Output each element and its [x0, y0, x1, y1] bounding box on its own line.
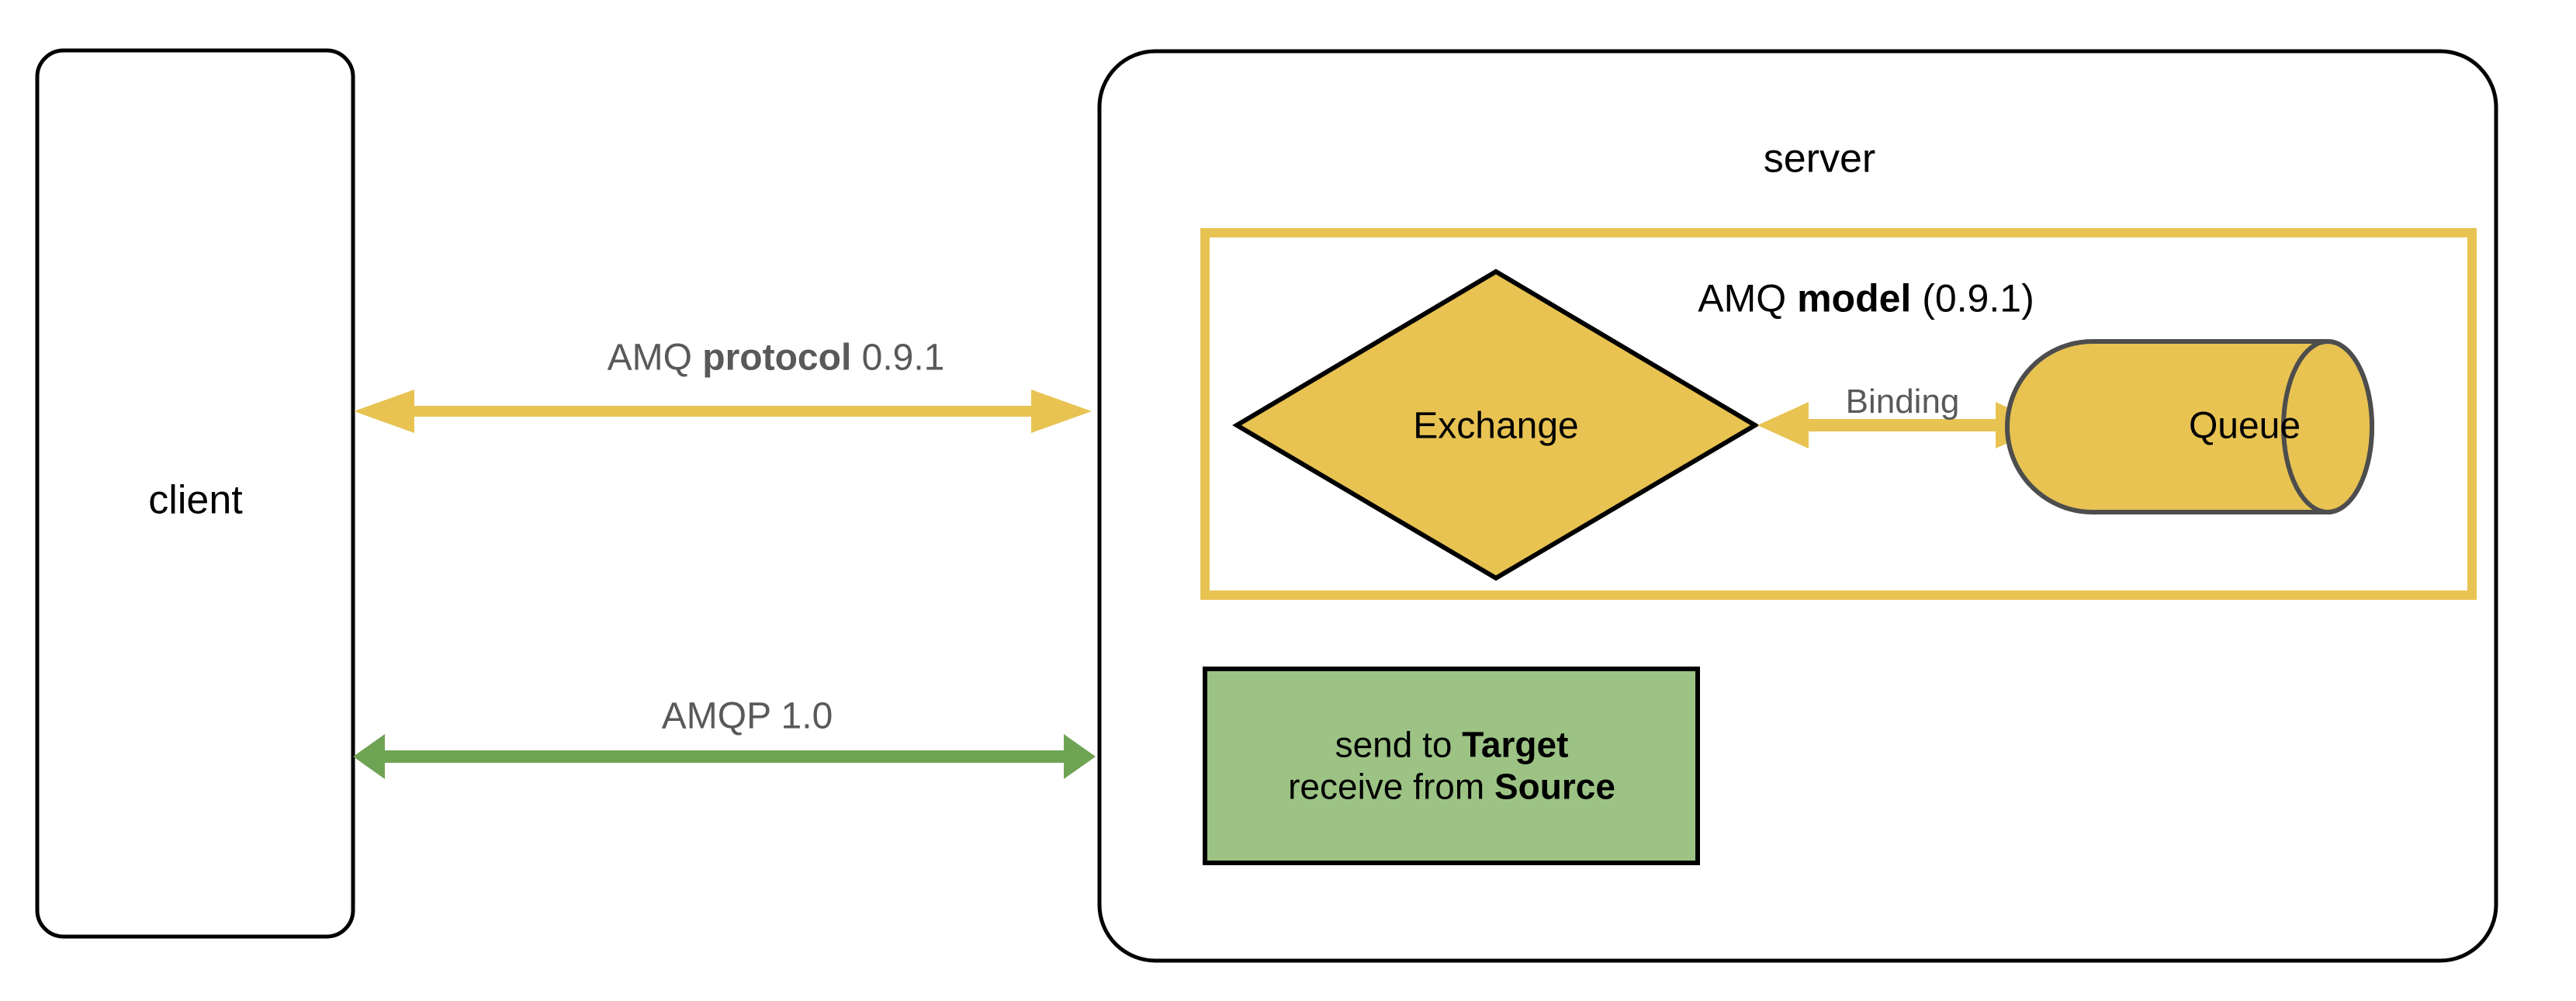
amqp-semantics-line-2: receive from Source [1288, 766, 1615, 808]
exchange-shape[interactable] [1232, 268, 1760, 581]
amqp-semantics-text: send to Target receive from Source [1288, 724, 1615, 809]
target-bold: Target [1462, 724, 1569, 765]
amq-model-bold: model [1797, 276, 1912, 320]
amq-protocol-arrow[interactable] [354, 390, 1092, 433]
amqp-semantics-box[interactable] [1203, 667, 1700, 865]
binding-label: Binding [1845, 383, 1960, 421]
amq-model-prefix: AMQ [1698, 276, 1798, 320]
amqp-semantics-line-1: send to Target [1288, 724, 1615, 766]
amqp-1-0-arrow[interactable] [353, 734, 1096, 779]
receive-from-prefix: receive from [1288, 767, 1494, 807]
amq-model-label: AMQ model (0.9.1) [1698, 276, 2034, 322]
amq-model-suffix: (0.9.1) [1911, 276, 2034, 320]
exchange-label: Exchange [1413, 405, 1579, 447]
amq-protocol-bold: protocol [702, 337, 852, 379]
client-label: client [148, 477, 243, 523]
amq-protocol-suffix: 0.9.1 [851, 337, 945, 379]
amq-protocol-label: AMQ protocol 0.9.1 [608, 337, 945, 381]
source-bold: Source [1494, 767, 1615, 807]
queue-shape[interactable] [2005, 339, 2374, 514]
client-box[interactable] [35, 48, 355, 939]
queue-label: Queue [2188, 405, 2301, 447]
send-to-prefix: send to [1335, 724, 1463, 765]
server-label: server [1763, 136, 1876, 182]
binding-arrow[interactable] [1757, 402, 2047, 449]
amqp-1-0-label: AMQP 1.0 [661, 695, 833, 737]
amq-protocol-prefix: AMQ [607, 337, 703, 379]
